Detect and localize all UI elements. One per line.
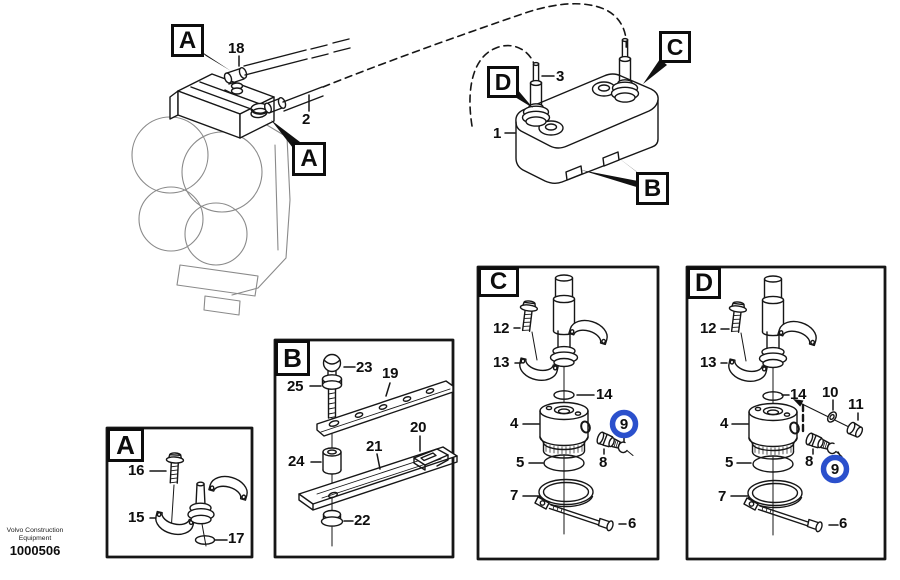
overview-drawing [131, 2, 667, 316]
valve-block-body [131, 114, 291, 316]
part-ref-14-c[interactable]: 14 [596, 386, 613, 403]
callout-box-b: B [636, 172, 669, 205]
part-ref-12-d[interactable]: 12 [700, 320, 717, 337]
footer-brand-line1: Volvo Construction [6, 527, 64, 534]
part-ref-7-d[interactable]: 7 [718, 488, 727, 505]
callout-box-a-upper: A [171, 24, 204, 57]
part-ref-11-d[interactable]: 11 [848, 396, 864, 413]
cooler-fitting-d [521, 61, 551, 127]
panel-a-title-box: A [107, 428, 144, 462]
part-ref-8-d[interactable]: 8 [805, 453, 814, 470]
part-ref-4-c[interactable]: 4 [510, 415, 519, 432]
exploded-assembly-c [517, 275, 633, 534]
part-ref-7-c[interactable]: 7 [510, 487, 519, 504]
part-ref-13-d[interactable]: 13 [700, 354, 717, 371]
part-ref-10-d[interactable]: 10 [822, 384, 839, 401]
cooler-fitting-c [610, 37, 640, 103]
part-ref-22[interactable]: 22 [354, 512, 371, 529]
part-ref-9-d-highlighted[interactable]: 9 [830, 461, 840, 478]
hose-18 [223, 49, 308, 85]
part-ref-3[interactable]: 3 [556, 68, 565, 85]
hose-routing-dashed-lines [310, 2, 628, 127]
part-ref-13-c[interactable]: 13 [493, 354, 510, 371]
panel-a-frame [105, 426, 254, 559]
part-ref-1[interactable]: 1 [493, 125, 502, 142]
part-ref-9-c-highlighted[interactable]: 9 [619, 416, 629, 433]
footer-figure-number: 1000506 [9, 543, 61, 558]
panel-b-content [298, 353, 458, 547]
overview-leader-lines [238, 55, 555, 134]
part-ref-18[interactable]: 18 [228, 40, 245, 57]
part-ref-14-d[interactable]: 14 [790, 386, 807, 403]
part-ref-24[interactable]: 24 [288, 453, 305, 470]
panel-c-content [513, 275, 639, 534]
part-ref-21[interactable]: 21 [366, 438, 383, 455]
part-ref-25[interactable]: 25 [287, 378, 304, 395]
hose-2 [250, 86, 324, 119]
part-ref-23[interactable]: 23 [356, 359, 373, 376]
part-ref-4-d[interactable]: 4 [720, 415, 729, 432]
highlight-ring-part9-c [609, 409, 639, 439]
part-ref-2[interactable]: 2 [302, 111, 311, 128]
panel-b-title-box: B [275, 340, 310, 376]
part-ref-12-c[interactable]: 12 [493, 320, 510, 337]
part-ref-8-c[interactable]: 8 [599, 454, 608, 471]
panel-d-frame [685, 265, 887, 561]
callout-box-c: C [659, 31, 691, 63]
detail-panels [105, 265, 887, 561]
callout-box-a-lower: A [292, 142, 326, 176]
part-ref-19[interactable]: 19 [382, 365, 399, 382]
oil-cooler-unit [515, 37, 659, 184]
panel-c-title-box: C [478, 267, 519, 297]
part-ref-16[interactable]: 16 [128, 462, 145, 479]
highlight-ring-part9-d [820, 454, 850, 484]
part-ref-15[interactable]: 15 [128, 509, 145, 526]
panel-b-frame [273, 338, 455, 559]
part-ref-20[interactable]: 20 [410, 419, 427, 436]
mounting-bracket [169, 73, 275, 139]
callout-box-d: D [487, 66, 519, 98]
part-ref-6-c[interactable]: 6 [628, 515, 637, 532]
panel-d-content [720, 276, 864, 535]
part-ref-6-d[interactable]: 6 [839, 515, 848, 532]
part-ref-17[interactable]: 17 [228, 530, 245, 547]
footer-brand-line2: Equipment [18, 535, 52, 542]
part-ref-5-d[interactable]: 5 [725, 454, 734, 471]
panel-c-frame [476, 265, 660, 561]
panel-d-title-box: D [687, 267, 721, 299]
panel-a-content [149, 451, 252, 547]
part-ref-5-c[interactable]: 5 [516, 454, 525, 471]
